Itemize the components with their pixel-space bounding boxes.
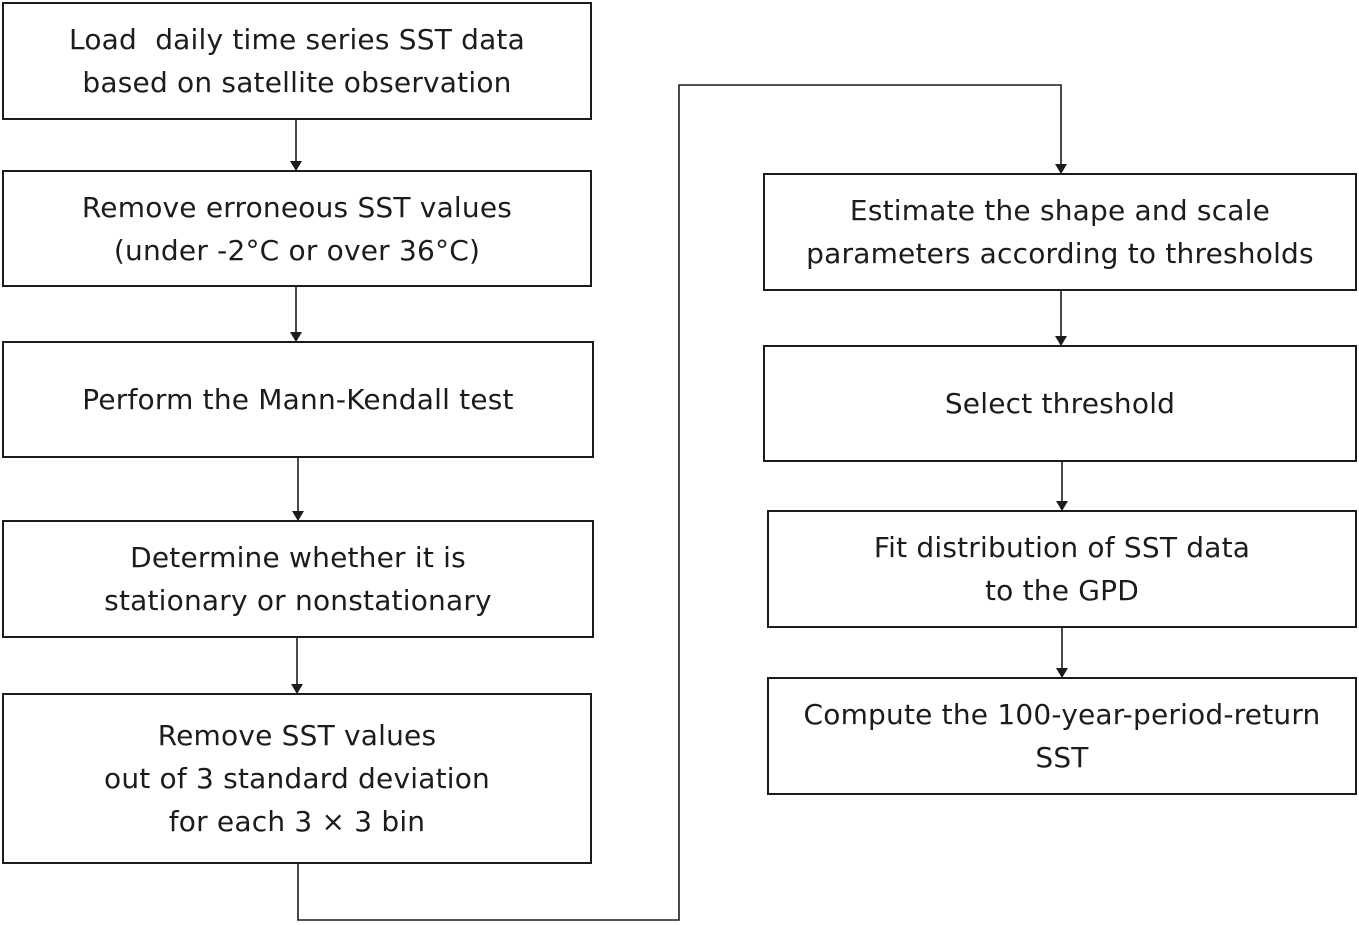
step-stationarity: Determine whether it is stationary or no… [2, 520, 594, 638]
step-remove-outliers-line-1: Remove SST values [157, 719, 437, 752]
step-load-data-line-2: based on satellite observation [82, 66, 512, 99]
step-remove-outliers-line-3: for each 3 × 3 bin [168, 805, 426, 838]
step-estimate-params: Estimate the shape and scale parameters … [763, 173, 1357, 291]
step-compute-return-line-2: SST [1035, 741, 1089, 774]
step-remove-erroneous-line-1: Remove erroneous SST values [81, 190, 513, 224]
step-mann-kendall-line-1: Perform the Mann-Kendall test [82, 383, 514, 416]
step-remove-erroneous-line-2: (under -2°C or over 36°C) [113, 233, 481, 267]
step-load-data: Load daily time series SST data based on… [2, 2, 592, 120]
step-load-data-line-1: Load daily time series SST data [69, 23, 525, 56]
step-fit-gpd-line-1: Fit distribution of SST data [873, 531, 1251, 564]
step-select-threshold-line-1: Select threshold [944, 387, 1176, 420]
step-stationarity-line-1: Determine whether it is [130, 541, 466, 574]
step-remove-outliers: Remove SST values out of 3 standard devi… [2, 693, 592, 864]
step-estimate-params-line-2: parameters according to thresholds [806, 237, 1314, 270]
step-remove-erroneous: Remove erroneous SST values (under -2°C … [2, 170, 592, 287]
step-remove-outliers-line-2: out of 3 standard deviation [104, 762, 490, 795]
arrow-left-to-right-column [297, 84, 1067, 921]
step-fit-gpd: Fit distribution of SST data to the GPD [767, 510, 1357, 628]
step-fit-gpd-line-2: to the GPD [984, 574, 1139, 607]
step-stationarity-line-2: stationary or nonstationary [104, 584, 492, 617]
step-mann-kendall: Perform the Mann-Kendall test [2, 341, 594, 458]
step-select-threshold: Select threshold [763, 345, 1357, 462]
step-compute-return-line-1: Compute the 100-year-period-return [803, 698, 1321, 731]
step-estimate-params-line-1: Estimate the shape and scale [849, 194, 1271, 227]
step-compute-return: Compute the 100-year-period-return SST [767, 677, 1357, 795]
